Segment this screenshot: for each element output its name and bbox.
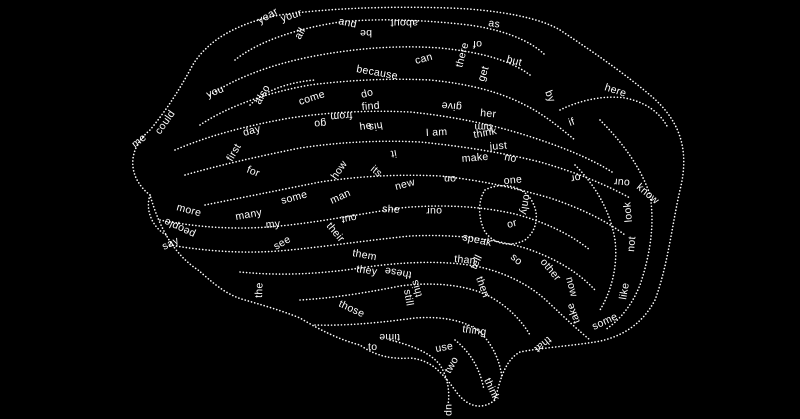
gyrus-line (159, 205, 591, 251)
word-label: make (461, 151, 489, 165)
word-label: do (360, 86, 375, 101)
word-label: go (314, 117, 327, 130)
word-label: look (621, 201, 635, 223)
gyrus-line (299, 283, 531, 336)
word-label: or (569, 171, 581, 185)
word-label: on (444, 173, 456, 185)
gyrus-line (574, 164, 617, 311)
word-label: but (505, 53, 523, 69)
word-label: just (488, 140, 508, 154)
gyrus-line (169, 234, 596, 291)
word-label: these (384, 264, 413, 281)
word-label: he (359, 119, 373, 133)
gyrus-line (147, 194, 169, 237)
word-label: than (454, 253, 477, 267)
gyrus-line (249, 79, 316, 106)
word-label: our (426, 205, 442, 217)
word-label: new (394, 176, 417, 193)
word-label: my (265, 218, 281, 231)
brain-outline (131, 6, 685, 407)
word-label: like (617, 282, 632, 301)
word-label: out (340, 211, 357, 226)
word-label: many (234, 206, 263, 223)
word-label: her (480, 107, 497, 120)
word-label: this (409, 278, 425, 298)
word-label: day (242, 123, 263, 139)
gyrus-line (199, 78, 576, 141)
word-label: and (337, 15, 358, 31)
dotted-gyri-lines (131, 6, 685, 407)
word-label: our (613, 176, 630, 189)
word-label: them (351, 247, 377, 263)
word-label: I am (426, 126, 448, 139)
word-label: time (379, 331, 400, 343)
word-label: still (401, 288, 416, 307)
word-label: if (567, 116, 577, 129)
gyrus-line (209, 46, 531, 96)
word-label: the (253, 282, 266, 298)
word-label: it (390, 147, 398, 160)
word-label: about (390, 17, 418, 29)
word-label: to (368, 341, 377, 353)
gyrus-line (234, 19, 546, 61)
word-label: from (330, 109, 353, 123)
word-label: they (356, 263, 379, 278)
gyrus-line (599, 119, 653, 331)
word-label: up (443, 404, 455, 416)
word-label: give (441, 99, 462, 113)
word-label: find (361, 99, 380, 113)
gyrus-line (389, 339, 450, 406)
gyrus-line (559, 96, 669, 129)
word-label: thing (462, 323, 488, 338)
word-label: no (503, 151, 517, 165)
word-label: for (245, 164, 262, 180)
gyrus-line (314, 316, 503, 379)
word-label: or (506, 217, 519, 231)
word-label: tell (468, 253, 485, 271)
word-label: get (475, 64, 491, 82)
word-label: one (503, 173, 522, 187)
word-label: she (382, 203, 400, 216)
word-label: use (434, 340, 454, 355)
word-label: think (472, 125, 498, 141)
word-label: can (414, 51, 434, 67)
word-label: all (292, 26, 308, 42)
word-label: only (517, 193, 532, 216)
word-label: him (474, 121, 492, 133)
gyrus-line (184, 140, 631, 199)
word-label: as (488, 17, 501, 31)
word-label: now (563, 276, 580, 299)
gyrus-line (478, 184, 538, 245)
gyrus-line (239, 261, 591, 341)
gyrus-line (204, 174, 626, 236)
word-label: by (542, 89, 558, 105)
word-label: be (360, 27, 372, 39)
word-label: not (625, 236, 638, 252)
word-label: his (367, 119, 383, 133)
word-label: of (473, 38, 482, 50)
